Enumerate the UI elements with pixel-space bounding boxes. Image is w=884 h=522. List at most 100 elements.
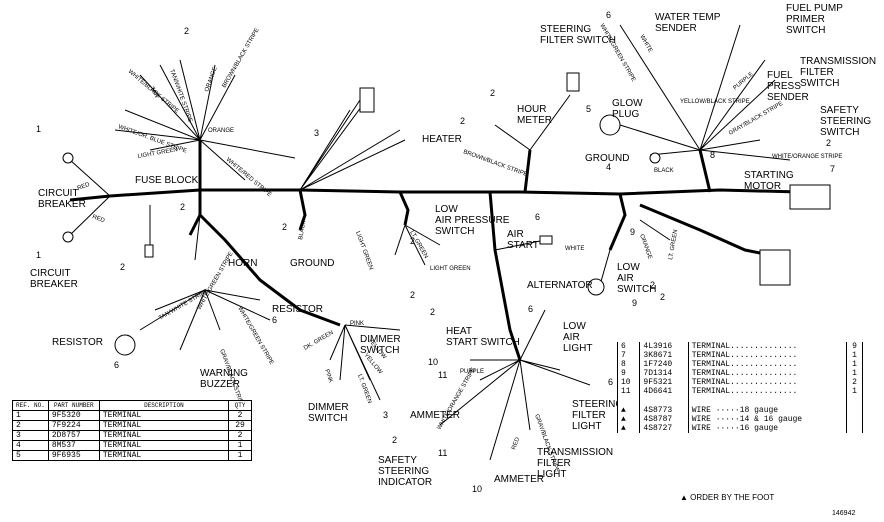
table-cell-qty xyxy=(846,406,863,415)
callout-number: 6 xyxy=(272,315,277,325)
table-cell-part: 4L3916 xyxy=(639,342,689,351)
wire-color-label: BLACK xyxy=(298,220,307,240)
table-cell-desc: TERMINAL xyxy=(98,440,230,451)
wire-color-label: PINK xyxy=(323,369,333,384)
header-qty: QTY xyxy=(228,400,252,411)
table-cell-desc: TERMINAL.............. xyxy=(687,369,848,378)
callout-number: 2 xyxy=(490,88,495,98)
table-cell-ref: 11 xyxy=(616,387,641,396)
table-cell-qty: 2 xyxy=(228,410,252,421)
table-cell-desc: WIRE ·····14 & 16 gauge xyxy=(687,415,848,424)
wire-color-label: WHITE/GREEN STRIPE xyxy=(598,23,636,83)
wire-color-label: WHITE xyxy=(638,34,653,54)
table-cell-part xyxy=(639,396,689,406)
order-footnote: ▲ ORDER BY THE FOOT xyxy=(680,493,775,502)
wire-color-label: RED xyxy=(91,214,106,224)
table-cell-qty: 2 xyxy=(846,378,863,387)
table-cell-part: 8M537 xyxy=(47,440,100,451)
wire-color-label: LT. GREEN xyxy=(668,229,679,260)
callout-number: 7 xyxy=(830,164,835,174)
wire-color-label: BLACK xyxy=(654,168,674,174)
callout-number: 2 xyxy=(410,290,415,300)
table-cell-qty xyxy=(846,396,863,406)
callout-number: 2 xyxy=(392,435,397,445)
callout-number: 1 xyxy=(36,250,41,260)
label-resistor-left: RESISTOR xyxy=(52,337,103,348)
wire-color-label: BROWN/BLACK STRIPE xyxy=(462,149,528,178)
table-cell-qty: 1 xyxy=(846,360,863,369)
table-cell-desc: WIRE ·····16 gauge xyxy=(687,424,848,433)
table-cell-qty: 1 xyxy=(846,351,863,360)
callout-number: 3 xyxy=(383,410,388,420)
callout-number: 2 xyxy=(460,116,465,126)
wire-color-label: PINK xyxy=(350,321,364,327)
table-cell-part: 4S8727 xyxy=(639,424,689,433)
table-cell-ref: 2 xyxy=(12,420,49,431)
callout-number: 3 xyxy=(314,128,319,138)
table-cell-ref: ▲ xyxy=(616,424,641,433)
callout-number: 2 xyxy=(660,292,665,302)
wire-color-label: GRAY/BLACK STRIPE xyxy=(728,101,784,137)
table-cell-ref: 9 xyxy=(616,369,641,378)
parts-table-left-header: REF. NO. PART NUMBER DESCRIPTION QTY xyxy=(12,400,252,411)
table-cell-qty: 29 xyxy=(228,420,252,431)
table-cell-desc: TERMINAL xyxy=(98,410,230,421)
label-alternator: ALTERNATOR xyxy=(527,280,593,291)
callout-number: 2 xyxy=(410,236,415,246)
table-cell-part: 4D6641 xyxy=(639,387,689,396)
label-ammeter-upper: AMMETER xyxy=(410,410,460,421)
table-cell-qty xyxy=(846,415,863,424)
table-cell-desc: WIRE ·····18 gauge xyxy=(687,406,848,415)
table-cell-qty: 1 xyxy=(228,440,252,451)
wire-color-label: ORANGE xyxy=(204,66,219,92)
label-fuse-block: FUSE BLOCK xyxy=(135,175,199,186)
table-cell-ref: ▲ xyxy=(616,415,641,424)
table-cell-part: 9F6935 xyxy=(47,450,100,461)
table-cell-qty: 1 xyxy=(846,369,863,378)
callout-number: 6 xyxy=(535,212,540,222)
callout-number: 6 xyxy=(114,360,119,370)
table-cell-ref: ▲ xyxy=(616,406,641,415)
table-cell-part: 2D8757 xyxy=(47,430,100,441)
table-cell-qty: 1 xyxy=(846,387,863,396)
table-cell-qty: 2 xyxy=(228,430,252,441)
callout-number: 6 xyxy=(608,377,613,387)
table-cell-desc: TERMINAL.............. xyxy=(687,387,848,396)
callout-number: 8 xyxy=(710,150,715,160)
table-cell-desc: TERMINAL xyxy=(98,420,230,431)
callout-number: 2 xyxy=(120,262,125,272)
wire-color-label: TAN xyxy=(148,86,159,99)
wire-color-label: PURPLE xyxy=(732,71,754,91)
wire-color-label: WHITE xyxy=(565,246,584,252)
callout-number: 2 xyxy=(180,202,185,212)
callout-number: 2 xyxy=(282,222,287,232)
table-cell-part: 7D1314 xyxy=(639,369,689,378)
callout-number: 9 xyxy=(632,298,637,308)
callout-number: 9 xyxy=(630,227,635,237)
wire-color-label: LIGHT GREEN xyxy=(430,266,471,272)
callout-number: 2 xyxy=(826,138,831,148)
table-cell-qty: 1 xyxy=(228,450,252,461)
wire-color-label: DK. GREEN xyxy=(303,330,335,352)
